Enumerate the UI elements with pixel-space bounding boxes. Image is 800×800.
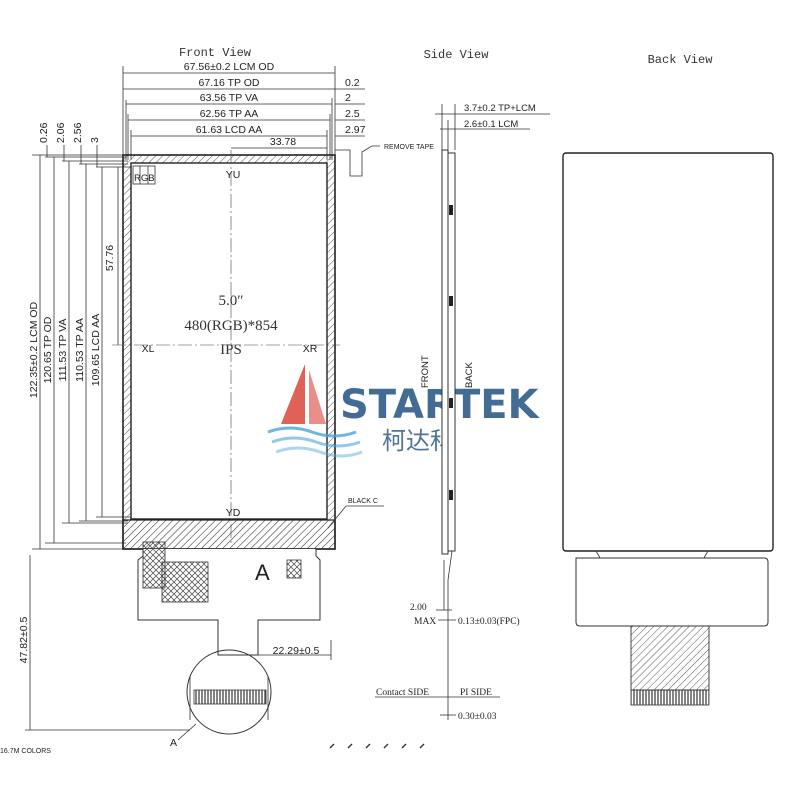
right-offset-4: 2.97 — [345, 124, 366, 136]
front-fpc — [137, 541, 332, 735]
colors-note: 16.7M COLORS — [0, 748, 51, 755]
bottom-marks — [329, 743, 425, 749]
remove-tape-label: REMOVE TAPE — [384, 144, 434, 151]
right-offset-2: 2 — [345, 92, 351, 104]
black-c-label: BLACK C — [348, 498, 378, 505]
dim-fpc-width: 22.29±0.5 — [273, 645, 320, 657]
side-fpc-thickness: 0.13±0.03(FPC) — [458, 616, 520, 627]
dim-tp-va: 63.56 TP VA — [200, 92, 258, 104]
detail-a-marker: A — [255, 560, 270, 585]
remove-tape-leader — [335, 145, 380, 177]
black-c-leader — [327, 505, 384, 529]
side-pi-side: PI SIDE — [460, 688, 492, 698]
startek-logo — [267, 364, 363, 458]
side-back-label: BACK — [464, 361, 475, 388]
yu-label: YU — [226, 169, 241, 181]
panel-type: IPS — [220, 342, 242, 358]
yd-label: YD — [226, 507, 241, 519]
rgb-label: RGB — [134, 173, 155, 184]
side-thickness-lcm: 2.6±0.1 LCM — [464, 119, 518, 130]
xl-label: XL — [142, 343, 155, 355]
xr-label: XR — [303, 343, 318, 355]
left-dimension-lines — [25, 145, 190, 731]
right-offset-1: 0.2 — [345, 77, 360, 89]
left-offset-4: 3 — [89, 137, 101, 143]
right-offset-3: 2.5 — [345, 108, 360, 120]
vdim-tp-od: 120.65 TP OD — [42, 316, 54, 383]
side-bottom-thickness: 0.30±0.03 — [458, 712, 497, 722]
dim-tp-aa: 62.56 TP AA — [200, 108, 259, 120]
dim-tp-od: 67.16 TP OD — [199, 77, 260, 89]
left-offset-3: 2.56 — [72, 122, 84, 143]
side-max-label: MAX — [414, 617, 436, 627]
vdim-lcm-od: 122.35±0.2 LCM OD — [28, 301, 40, 398]
back-view — [562, 152, 774, 706]
vdim-half-height: 57.76 — [104, 245, 116, 271]
dim-lcd-aa: 61.63 LCD AA — [196, 124, 263, 136]
front-panel — [112, 150, 340, 550]
back-view-title: Back View — [648, 53, 714, 67]
startek-brand: STARTEK — [340, 382, 541, 428]
left-offset-2: 2.06 — [55, 122, 67, 143]
side-front-label: FRONT — [420, 355, 431, 388]
side-view-title: Side View — [424, 48, 490, 62]
vdim-fpc-length: 47.82±0.5 — [18, 617, 30, 664]
left-offset-1: 0.26 — [38, 122, 50, 143]
side-view — [375, 104, 550, 720]
vdim-lcd-aa: 109.65 LCD AA — [90, 314, 102, 386]
detail-a-label: A — [170, 737, 177, 749]
detail-a-leader — [177, 723, 197, 741]
side-max-value: 2.00 — [410, 603, 427, 613]
side-thickness-tp: 3.7±0.2 TP+LCM — [464, 103, 536, 114]
front-view-title: Front View — [179, 46, 252, 60]
vdim-tp-va: 111.53 TP VA — [57, 319, 69, 382]
dim-lcm-od: 67.56±0.2 LCM OD — [184, 61, 275, 73]
side-contact-side: Contact SIDE — [376, 688, 429, 698]
panel-size: 5.0″ — [219, 293, 244, 309]
panel-resolution: 480(RGB)*854 — [184, 318, 278, 334]
vdim-tp-aa: 110.53 TP AA — [74, 318, 86, 382]
dim-center-offset: 33.78 — [270, 136, 296, 148]
